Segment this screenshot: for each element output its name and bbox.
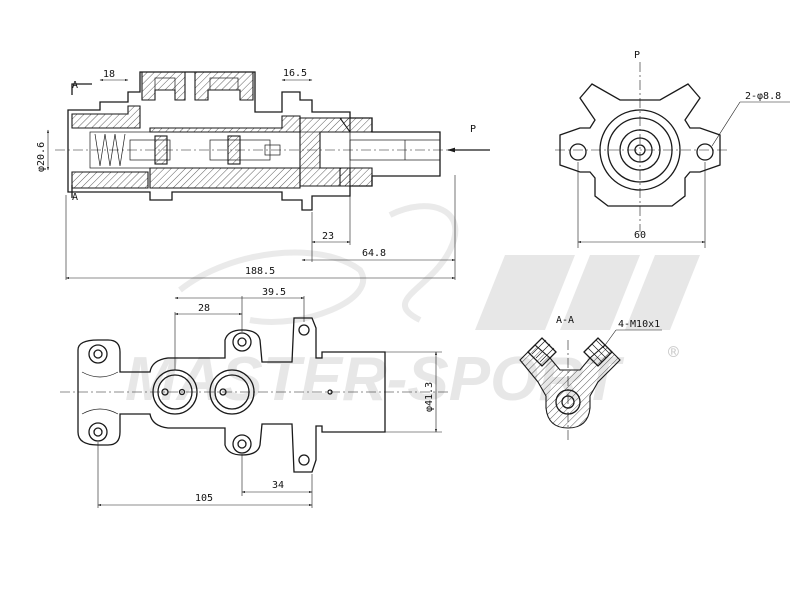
mount-hole-left xyxy=(569,143,587,161)
wall-lower-left xyxy=(71,171,149,189)
plan-outlet-top-inner xyxy=(237,337,247,347)
thread-lines-left xyxy=(531,339,555,363)
plan-hole-tl-inner xyxy=(93,349,103,359)
piston-rod xyxy=(264,144,281,156)
thread-lines-right xyxy=(587,339,611,363)
end-flange-outline xyxy=(559,83,721,207)
watermark-stripe-2 xyxy=(560,255,640,330)
end-body-inner xyxy=(619,129,661,171)
end-bore xyxy=(627,137,653,163)
p-top-label: P xyxy=(634,50,640,61)
plan-flange-hole-top xyxy=(298,324,310,336)
dim-thread: 4-M10x1 xyxy=(618,319,660,330)
plan-port-2-outer xyxy=(209,369,255,415)
plan-port-1-inner xyxy=(157,374,193,410)
plan-port-1-hole-a xyxy=(161,388,169,396)
section-body xyxy=(519,344,621,429)
dim-188-5: 188.5 xyxy=(245,266,275,277)
seal-1 xyxy=(154,135,168,165)
dim-phi41-3: φ41.3 xyxy=(424,382,435,412)
dim-23: 23 xyxy=(322,231,334,242)
section-a-top-marker xyxy=(71,83,92,95)
rear-flange-top xyxy=(338,117,373,133)
dim-holes: 2-φ8.8 xyxy=(745,91,781,102)
watermark-stripe-3 xyxy=(625,255,700,330)
dim-105: 105 xyxy=(195,493,213,504)
wall-lower-mid xyxy=(149,167,301,189)
plan-port-2-inner xyxy=(214,374,250,410)
rear-flange-bottom xyxy=(339,167,373,187)
plan-flange-hole-bottom xyxy=(298,454,310,466)
holes-leader xyxy=(711,101,741,147)
plan-hole-bl xyxy=(88,422,108,442)
watermark: MASTER-SPORT ® xyxy=(125,203,700,414)
plan-view: 28 39.5 φ41.3 34 105 xyxy=(60,287,450,508)
end-body-ring xyxy=(607,117,673,183)
dim-phi20-6: φ20.6 xyxy=(36,142,47,172)
plan-ear-curve-2 xyxy=(81,408,119,415)
watermark-swoosh-2 xyxy=(388,203,459,323)
end-pushrod xyxy=(634,144,646,156)
wall-upper-left xyxy=(71,105,141,129)
dim-60: 60 xyxy=(634,230,646,241)
plan-hole-bl-inner xyxy=(93,427,103,437)
end-body-outer xyxy=(599,109,681,191)
plan-outlet-bottom-inner xyxy=(237,439,247,449)
plan-port-1-hole-b xyxy=(178,388,186,396)
spring-1 xyxy=(94,133,126,167)
seal-2 xyxy=(227,135,241,165)
p-arrow-label: P xyxy=(470,124,476,135)
wall-upper-mid xyxy=(149,115,301,133)
reservoir-port-1 xyxy=(141,71,186,101)
thread-leader xyxy=(602,329,617,349)
dim-39-5: 39.5 xyxy=(262,287,286,298)
mount-hole-right xyxy=(696,143,714,161)
section-a-top-label: A xyxy=(72,80,78,91)
plan-hole-tl xyxy=(88,344,108,364)
port-2-bore xyxy=(209,77,239,91)
section-a-bottom-label: A xyxy=(72,192,78,203)
dim-28: 28 xyxy=(198,303,210,314)
section-view-label: A-A xyxy=(556,315,574,326)
reservoir-port-2 xyxy=(194,71,254,101)
dim-34: 34 xyxy=(272,480,284,491)
thread-port-left xyxy=(527,337,557,367)
plan-outlet-bottom xyxy=(232,434,252,454)
section-a-a-view: A-A 4-M10x1 xyxy=(519,315,662,440)
thread-port-right xyxy=(583,337,613,367)
dim-18: 18 xyxy=(103,69,115,80)
push-rod xyxy=(349,139,441,161)
plan-port-2-hole xyxy=(219,388,227,396)
plan-ear-curve-1 xyxy=(81,371,119,378)
piston-1 xyxy=(129,139,171,161)
port-1-bore xyxy=(154,77,176,91)
watermark-registered: ® xyxy=(668,342,679,363)
plan-outlet-top xyxy=(232,332,252,352)
end-view: P 2-φ8.8 60 xyxy=(555,50,790,248)
plan-center-mark xyxy=(327,389,333,395)
dim-16-5: 16.5 xyxy=(283,68,307,79)
dim-64-8: 64.8 xyxy=(362,248,386,259)
watermark-stripe-1 xyxy=(475,255,575,330)
side-section-view: P A A 18 16.5 φ20.6 23 64.8 188.5 xyxy=(36,68,490,280)
